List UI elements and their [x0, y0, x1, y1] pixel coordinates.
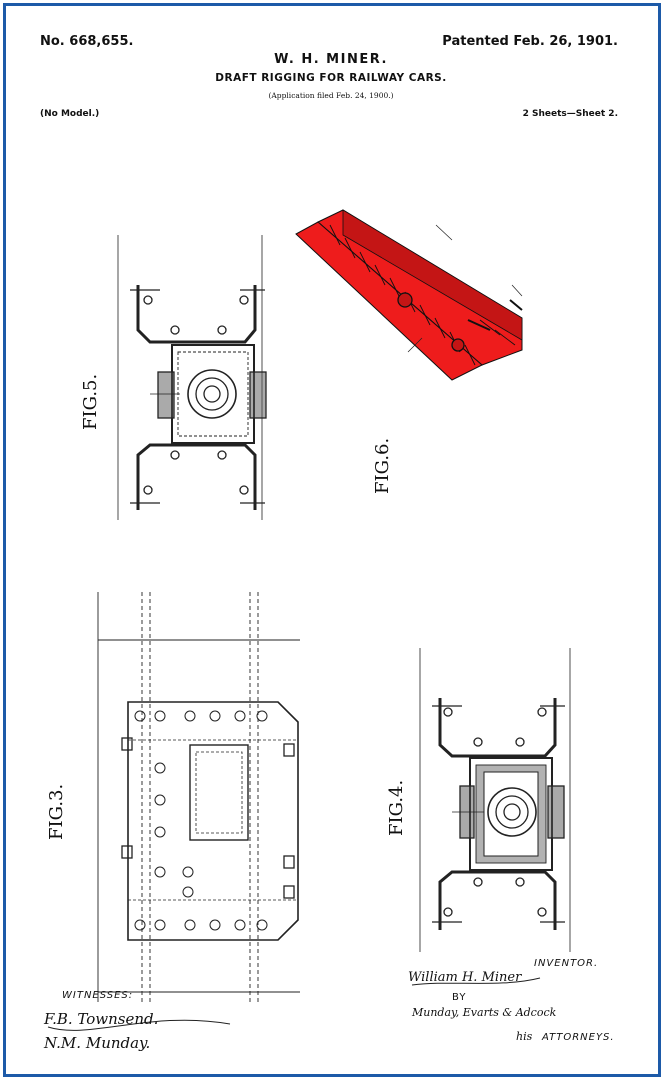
witnesses-label: WITNESSES: — [62, 990, 134, 1001]
application-filed: (Application filed Feb. 24, 1900.) — [268, 91, 394, 100]
attorneys-label: ATTORNEYS. — [542, 1032, 615, 1043]
attorneys-signature: Munday, Evarts & Adcock — [412, 1006, 557, 1019]
inventor-label: INVENTOR. — [534, 958, 599, 969]
witness-signature-2: N.M. Munday. — [44, 1034, 151, 1052]
model-note: (No Model.) — [40, 109, 100, 119]
patent-title: DRAFT RIGGING FOR RAILWAY CARS. — [215, 72, 447, 84]
sheet-info: 2 Sheets—Sheet 2. — [522, 109, 618, 119]
patented-date: Patented Feb. 26, 1901. — [442, 34, 618, 49]
fig4-label: FIG.4. — [386, 779, 407, 836]
patent-sheet-frame — [3, 3, 661, 1077]
fig3-drawing — [97, 592, 300, 1002]
fig6-label: FIG.6. — [372, 437, 393, 494]
fig5-drawing — [117, 235, 267, 520]
fig6-drawing — [295, 209, 523, 381]
fig4-drawing — [419, 648, 571, 952]
inventor-signature: William H. Miner — [408, 970, 522, 985]
fig5-label: FIG.5. — [80, 373, 101, 430]
by-label: BY — [452, 992, 467, 1003]
his-label: his — [516, 1030, 533, 1043]
patent-number: No. 668,655. — [40, 34, 134, 49]
fig3-label: FIG.3. — [46, 783, 67, 840]
inventor-name: W. H. MINER. — [274, 52, 388, 67]
witness-signature-1: F.B. Townsend. — [44, 1010, 159, 1028]
